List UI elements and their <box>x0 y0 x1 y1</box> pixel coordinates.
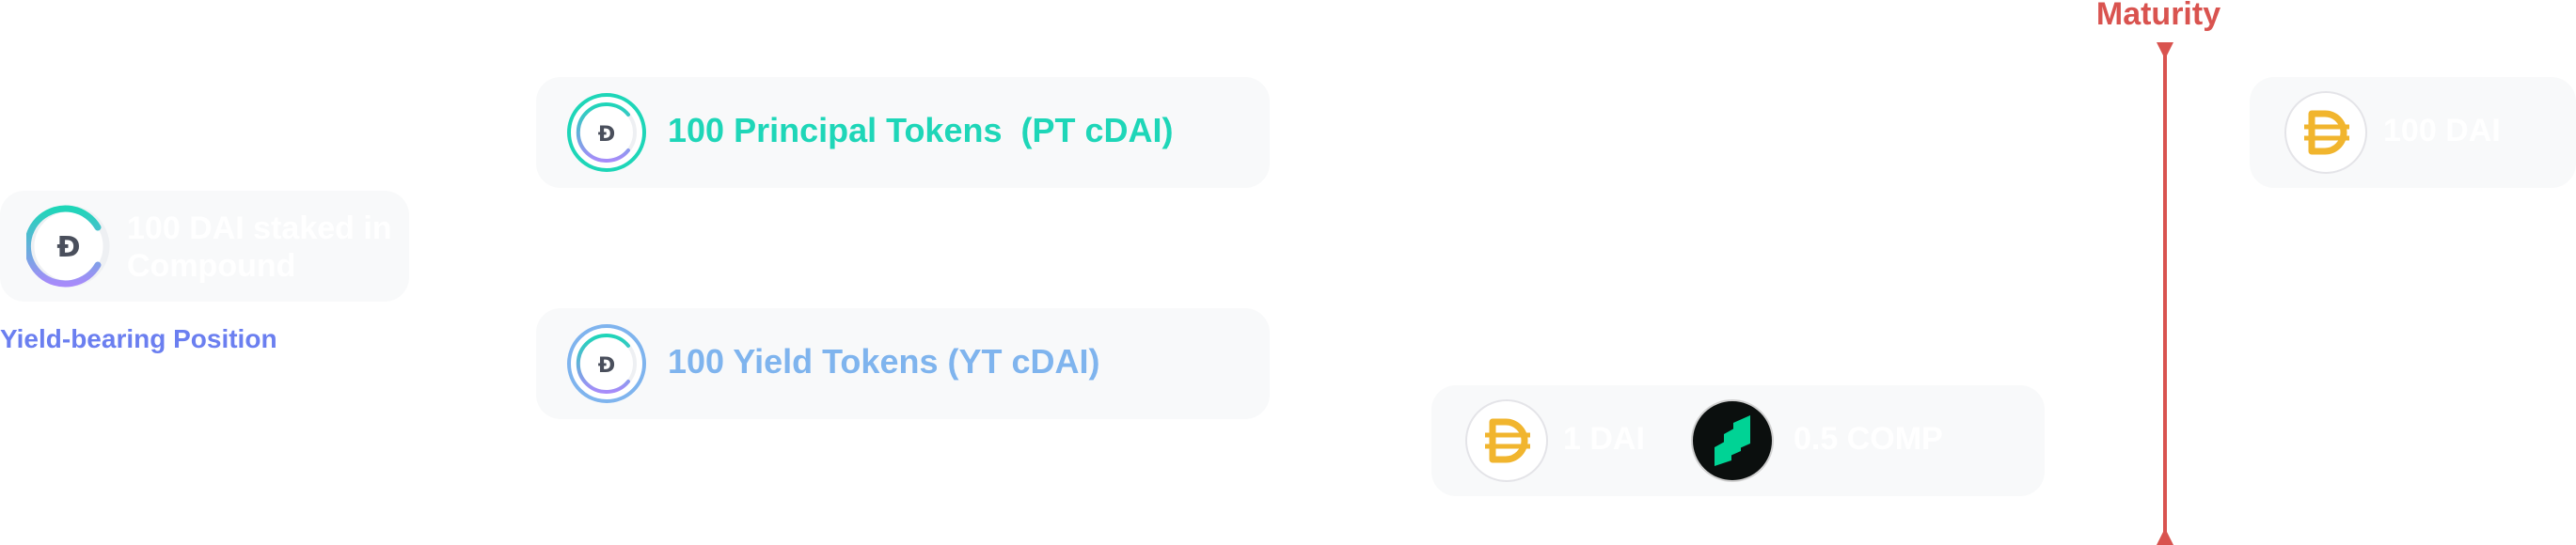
cdai-icon: Ð <box>26 205 110 288</box>
dai-icon <box>1465 399 1548 482</box>
yield-tokens-label: 100 Yield Tokens (YT cDAI) <box>668 342 1100 381</box>
redeemed-dai-card: 100 DAI <box>2250 77 2576 188</box>
principal-tokens-label: 100 Principal Tokens (PT cDAI) <box>668 111 1174 149</box>
redeemed-dai-label: 100 DAI <box>2383 113 2501 148</box>
yt-cdai-icon: Ð <box>567 324 646 403</box>
svg-text:Ð: Ð <box>56 231 80 264</box>
principal-tokens-card: Ð 100 Principal Tokens (PT cDAI) <box>536 77 1270 188</box>
svg-text:Ð: Ð <box>598 354 615 378</box>
yield-position-text: 100 DAI staked in Compound <box>127 210 392 284</box>
redeemed-dai-icon <box>2284 91 2367 174</box>
rewards-comp-label: 0.5 COMP <box>1794 421 1943 457</box>
svg-text:Ð: Ð <box>598 123 615 147</box>
yield-tokens-card: Ð 100 Yield Tokens (YT cDAI) <box>536 308 1270 419</box>
yield-position-card: Ð 100 DAI staked in Compound <box>0 191 409 302</box>
rewards-card: 1 DAI 0.5 COMP <box>1431 385 2045 496</box>
pt-cdai-icon: Ð <box>567 93 646 172</box>
maturity-arrow-bottom <box>2157 528 2173 545</box>
maturity-title: Maturity <box>2095 0 2221 32</box>
rewards-dai-label: 1 DAI <box>1563 421 1645 457</box>
maturity-line <box>2163 42 2167 545</box>
yield-position-caption: Yield-bearing Position <box>0 324 277 353</box>
comp-icon <box>1691 399 1774 482</box>
